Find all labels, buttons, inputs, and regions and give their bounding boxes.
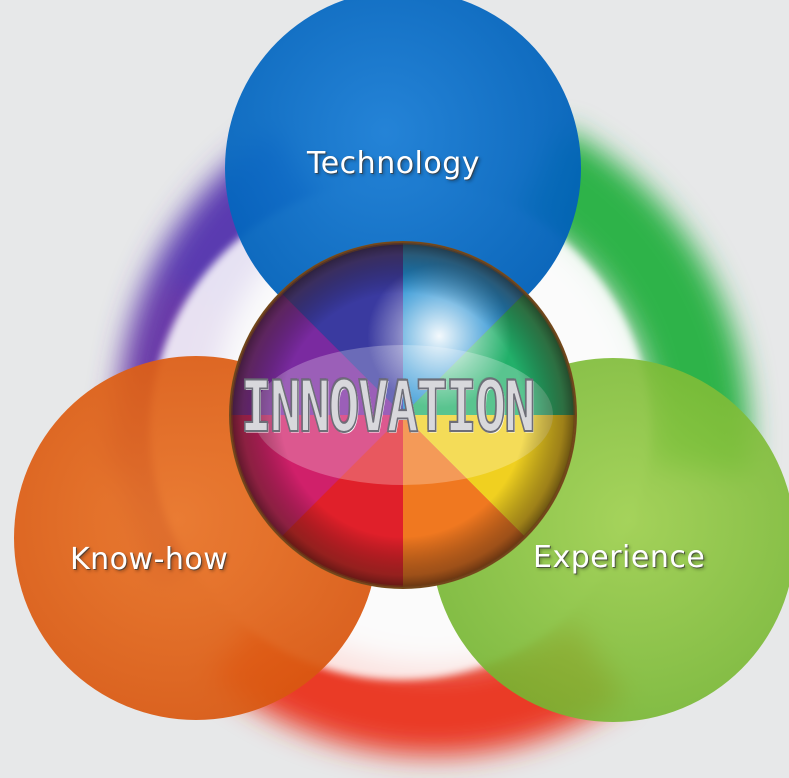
- innovation-label: INNOVATION: [240, 366, 537, 449]
- experience-label: Experience: [533, 540, 706, 575]
- know-how-label: Know-how: [70, 542, 229, 577]
- technology-circle: [225, 0, 581, 346]
- technology-label: Technology: [307, 146, 481, 181]
